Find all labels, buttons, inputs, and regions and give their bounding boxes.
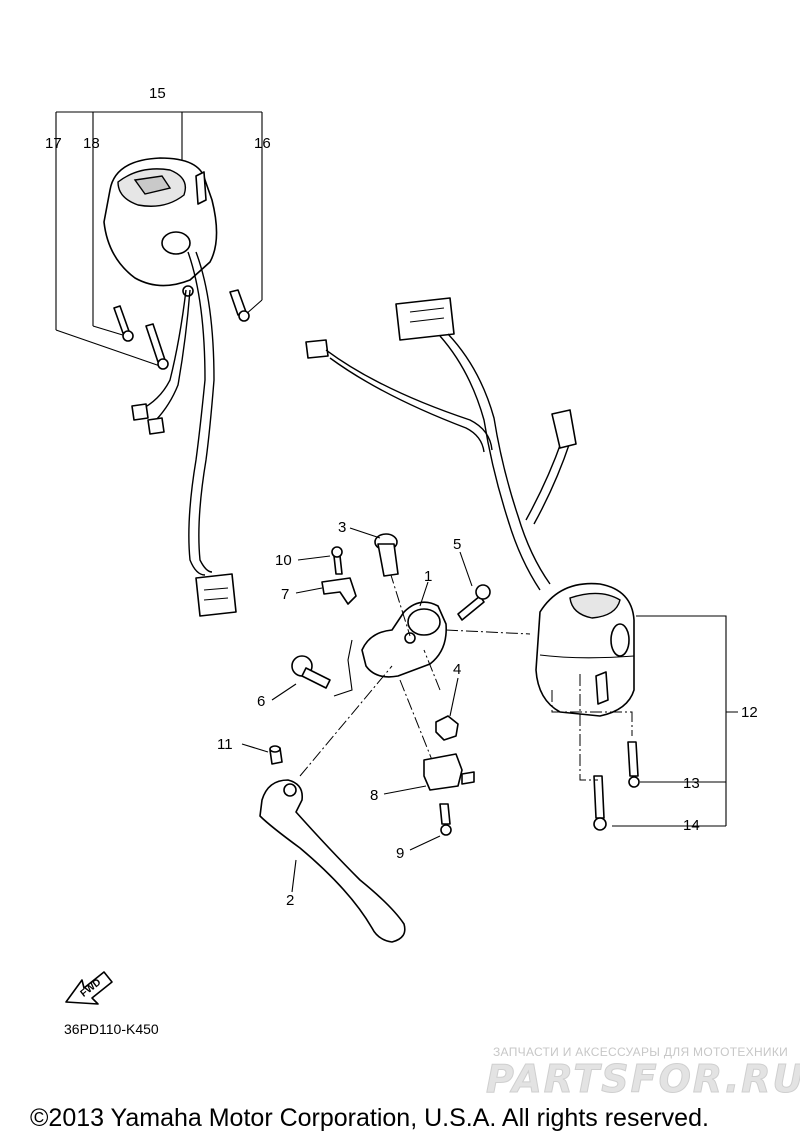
- callout-10: 10: [275, 552, 292, 569]
- watermark-logo: PARTSFOR.RU: [486, 1057, 800, 1101]
- callout-7: 7: [281, 586, 289, 603]
- callout-6: 6: [257, 693, 265, 710]
- callout-11: 11: [217, 736, 233, 753]
- lever-2: [259, 665, 406, 943]
- callout-1: 1: [424, 568, 432, 585]
- watermark-tagline: ЗАПЧАСТИ И АКСЕССУАРЫ ДЛЯ МОТОТЕХНИКИ: [493, 1045, 788, 1059]
- callout-14: 14: [683, 817, 700, 834]
- callout-2: 2: [286, 892, 294, 909]
- small-parts: [269, 533, 491, 836]
- callout-17: 17: [45, 135, 62, 152]
- switch-assembly-15: [55, 111, 263, 617]
- callout-leaders: [241, 527, 473, 893]
- fwd-arrow-icon: FWD: [65, 971, 113, 1005]
- handlebar-switch-12: [535, 582, 738, 831]
- wire-harness: [305, 297, 577, 591]
- callout-16: 16: [254, 135, 271, 152]
- callout-numbers: 1 2 3 4 5 6 7 8 9 10 11 12 13 14 15 16 1…: [45, 85, 758, 909]
- callout-18: 18: [83, 135, 100, 152]
- callout-8: 8: [370, 787, 378, 804]
- callout-13: 13: [683, 775, 700, 792]
- callout-12: 12: [741, 704, 758, 721]
- callout-5: 5: [453, 536, 461, 553]
- copyright-notice: ©2013 Yamaha Motor Corporation, U.S.A. A…: [30, 1104, 709, 1132]
- callout-3: 3: [338, 519, 346, 536]
- lever-bracket-1: [361, 571, 531, 761]
- drawing-reference: 36PD110-K450: [64, 1021, 159, 1037]
- callout-4: 4: [453, 661, 461, 678]
- callout-15: 15: [149, 85, 166, 102]
- callout-9: 9: [396, 845, 404, 862]
